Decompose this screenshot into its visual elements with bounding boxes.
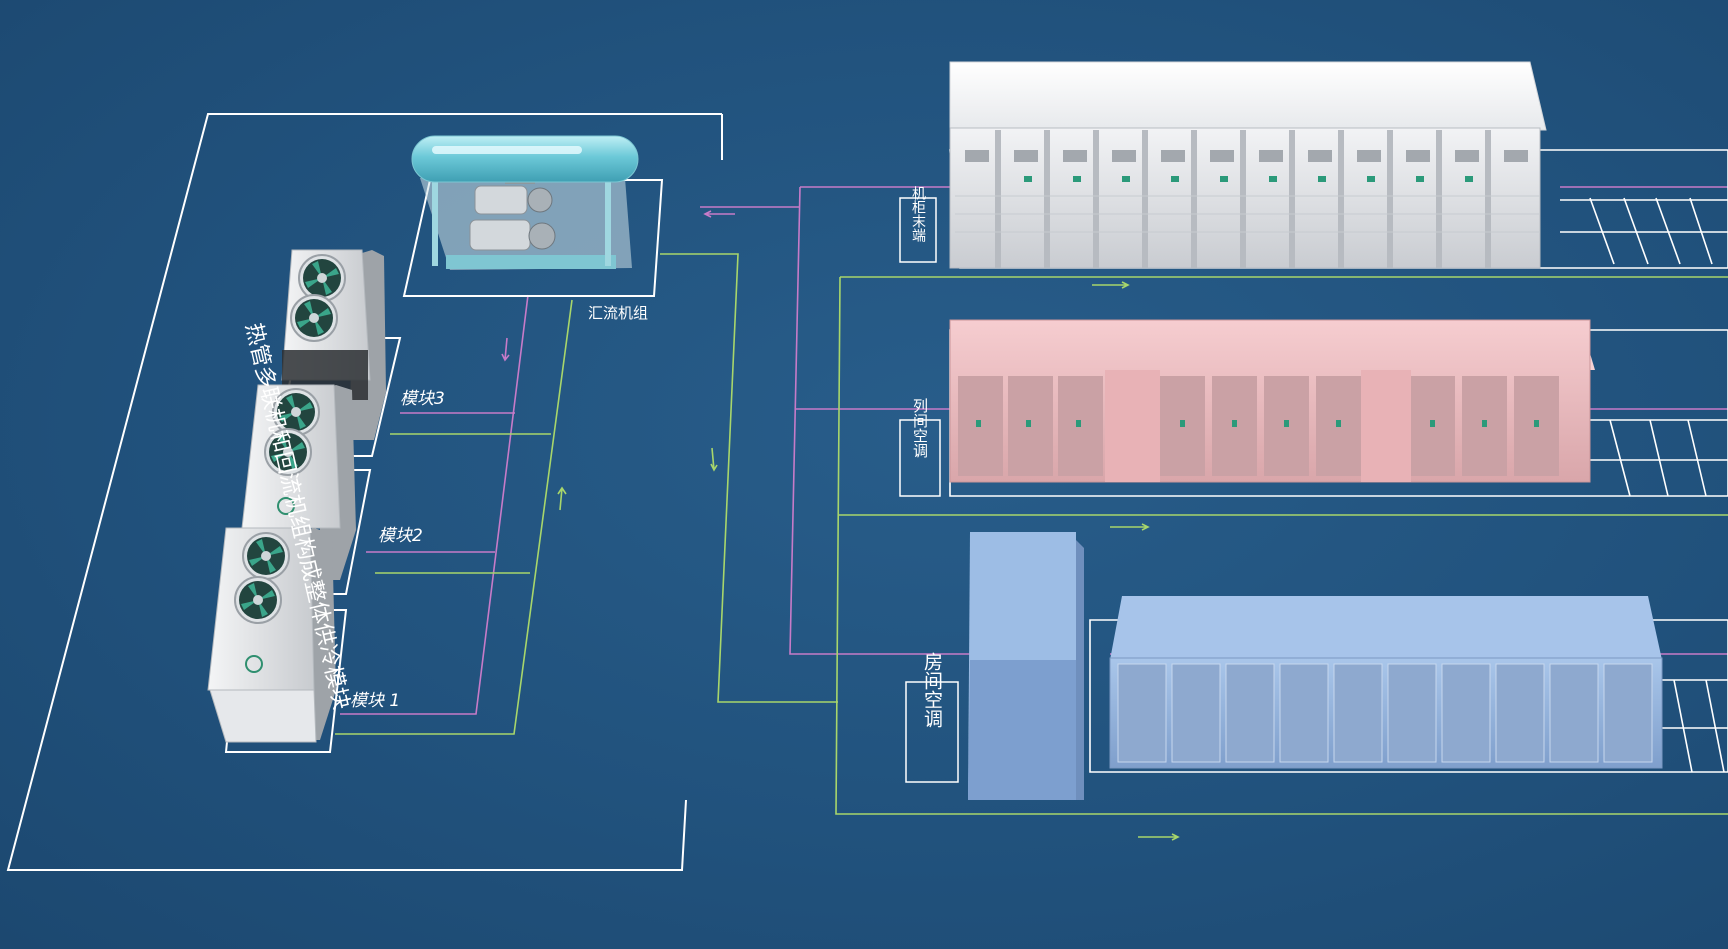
fan-icon (290, 294, 338, 342)
flow-arrow-icon (501, 210, 735, 511)
rack-terminal-label: 机柜末端 (910, 186, 926, 242)
module-3-label: 模块3 (400, 389, 445, 409)
fan-icon (234, 576, 282, 624)
module-1 (207, 527, 348, 753)
junction-unit-label: 汇流机组 (588, 304, 648, 322)
inrow-ac-label: 列间空调 (911, 398, 929, 459)
piping-left (335, 206, 838, 735)
module-2-label: 模块2 (378, 526, 423, 546)
module-2 (236, 384, 372, 595)
logo-icon (277, 497, 295, 515)
inrow-ac-label-box: 列间空调 (899, 398, 941, 497)
fan-icon (242, 532, 290, 580)
room-ac-row (968, 532, 1663, 800)
cooling-module-enclosure (6, 113, 723, 871)
module-1-label: 模块 1 (350, 691, 400, 711)
rack-terminal-label-box: 机柜末端 (899, 186, 937, 263)
room-ac-label-box: 房间空调 (905, 652, 959, 783)
junction-unit: 汇流机组 (402, 135, 664, 322)
rack-terminal-row (949, 61, 1547, 269)
module-3 (274, 249, 402, 457)
room-ac-label: 房间空调 (921, 652, 943, 728)
logo-icon (245, 655, 263, 673)
inrow-ac-row (949, 319, 1595, 483)
flow-arrow-icon (1092, 281, 1180, 841)
tank-icon (411, 135, 639, 183)
fan-icon (298, 254, 346, 302)
